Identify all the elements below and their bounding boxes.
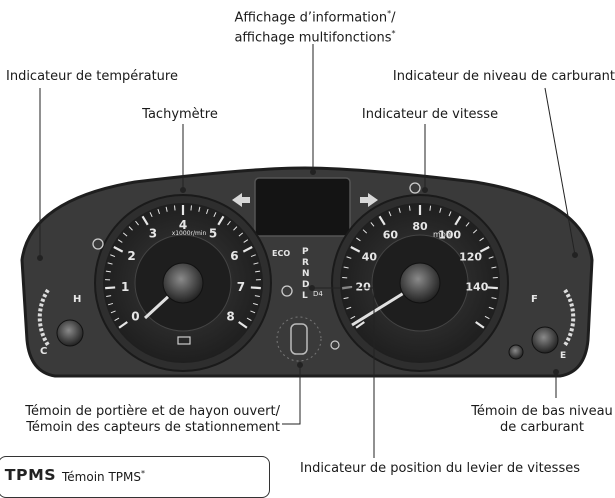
shift-letter: R xyxy=(302,258,309,268)
gauge-numeral: 20 xyxy=(355,281,371,294)
gauge-numeral: 0 xyxy=(131,309,139,323)
fuel-gauge-label: Indicateur de niveau de carburant xyxy=(393,69,615,85)
gauge-numeral: 80 xyxy=(412,220,428,233)
eco-indicator: ECO xyxy=(272,249,290,258)
speedometer-label: Indicateur de vitesse xyxy=(355,107,505,123)
tpms-logo: TPMS xyxy=(5,466,56,484)
gauge-numeral: 40 xyxy=(362,251,378,264)
temperature-gauge-label: Indicateur de température xyxy=(6,69,178,85)
gauge-numeral: 60 xyxy=(383,228,399,241)
speedometer-unit: mph xyxy=(433,230,451,239)
info-display-label: Affichage d’information*/ affichage mult… xyxy=(190,6,440,47)
gauge-tick xyxy=(488,287,498,288)
gauge-numeral: 1 xyxy=(121,280,129,294)
shift-letter: P xyxy=(302,247,309,257)
gauge-numeral: 2 xyxy=(127,249,135,263)
speedometer-hub xyxy=(400,263,440,303)
gauge-tick xyxy=(430,206,431,211)
fuel-full-label: F xyxy=(531,294,538,305)
shift-letter: N xyxy=(302,269,310,279)
d4-indicator: D4 xyxy=(313,290,323,298)
gauge-tick xyxy=(191,205,192,210)
gauge-numeral: 5 xyxy=(209,226,217,240)
temp-cold-label: C xyxy=(40,346,47,357)
shift-letter: L xyxy=(302,291,308,301)
tachometer-hub xyxy=(163,263,203,303)
gauge-numeral: 140 xyxy=(465,281,488,294)
tachometer-unit: x1000r/min xyxy=(172,230,207,237)
gauge-numeral: 7 xyxy=(237,280,245,294)
shift-position-label: Indicateur de position du levier de vite… xyxy=(300,461,580,477)
door-sensor-label: Témoin de portière et de hayon ouvert/ T… xyxy=(25,404,280,436)
gauge-tick xyxy=(409,206,410,211)
gauge-numeral: 3 xyxy=(149,226,157,240)
info-display-screen xyxy=(255,178,350,236)
gauge-numeral: 8 xyxy=(226,309,234,323)
gauge-tick xyxy=(175,205,176,210)
gauge-tick xyxy=(251,287,261,288)
fuel-empty-label: E xyxy=(560,351,566,361)
knob-small xyxy=(509,345,523,359)
temp-hot-label: H xyxy=(73,294,81,305)
gauge-numeral: 120 xyxy=(459,251,482,264)
tachometer-label: Tachymètre xyxy=(110,107,250,123)
gauge-tick xyxy=(105,287,115,288)
low-fuel-label: Témoin de bas niveau de carburant xyxy=(462,404,615,436)
gauge-numeral: 6 xyxy=(230,249,238,263)
shift-letter: D xyxy=(302,280,309,290)
